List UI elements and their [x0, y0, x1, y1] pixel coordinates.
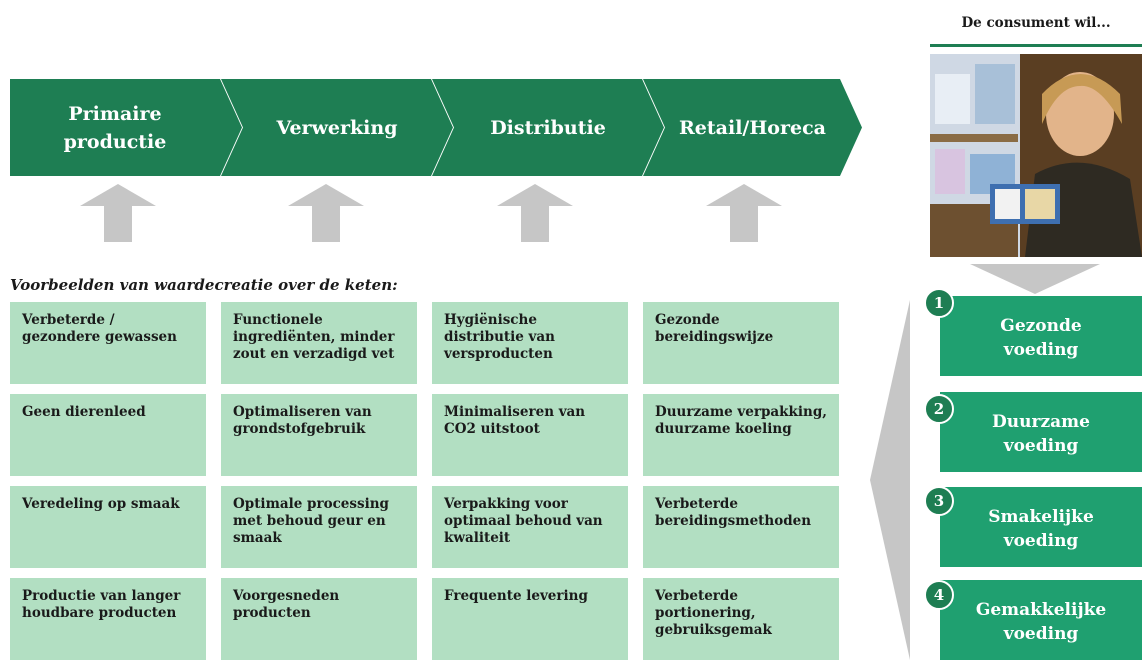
example-cell: Voorgesneden producten: [221, 578, 417, 660]
chain-stage-label: Primaire productie: [63, 102, 167, 153]
need-gemakkelijke-voeding: Gemakkelijke voeding: [940, 580, 1142, 660]
chain-stage-verwerking: Verwerking: [221, 79, 453, 176]
example-cell: Verpakking voor optimaal behoud van kwal…: [432, 486, 628, 568]
example-cell: Hygiënische distributie van versproducte…: [432, 302, 628, 384]
title-underline: [930, 44, 1142, 47]
need-number-badge: 3: [924, 486, 954, 516]
need-gezonde-voeding: Gezonde voeding: [940, 296, 1142, 376]
up-arrow-icon: [706, 184, 782, 242]
need-label: Smakelijke voeding: [988, 507, 1094, 551]
chain-stage-primaire-productie: Primaire productie: [10, 79, 242, 176]
need-duurzame-voeding: Duurzame voeding: [940, 392, 1142, 472]
example-cell: Geen dierenleed: [10, 394, 206, 476]
example-cell: Frequente levering: [432, 578, 628, 660]
need-label: Duurzame voeding: [992, 412, 1090, 456]
chain-stage-distributie: Distributie: [432, 79, 664, 176]
example-cell: Minimaliseren van CO2 uitstoot: [432, 394, 628, 476]
example-cell: Verbeterde bereidingsmethoden: [643, 486, 839, 568]
example-cell: Optimale processing met behoud geur en s…: [221, 486, 417, 568]
need-smakelijke-voeding: Smakelijke voeding: [940, 487, 1142, 567]
example-cell: Duurzame verpakking, duurzame koeling: [643, 394, 839, 476]
up-arrow-icon: [497, 184, 573, 242]
need-label: Gezonde voeding: [1000, 316, 1082, 360]
chain-stage-retail-horeca: Retail/Horeca: [643, 79, 862, 176]
example-cell: Veredeling op smaak: [10, 486, 206, 568]
example-cell: Productie van langer houdbare producten: [10, 578, 206, 660]
need-number-badge: 4: [924, 580, 954, 610]
need-label: Gemakkelijke voeding: [975, 600, 1107, 644]
need-number-badge: 1: [924, 288, 954, 318]
funnel-wedge: [870, 300, 910, 660]
example-cell: Verbeterde portionering, gebruiksgemak: [643, 578, 839, 660]
example-cell: Gezonde bereidingswijze: [643, 302, 839, 384]
consumer-title: De consument wil...: [961, 15, 1111, 31]
chain-stage-label: Distributie: [490, 116, 606, 139]
example-cell: Verbeterde / gezondere gewassen: [10, 302, 206, 384]
shopper-photo: [930, 54, 1142, 257]
chain-stage-label: Verwerking: [276, 116, 398, 139]
need-number-badge: 2: [924, 394, 954, 424]
example-cell: Optimaliseren van grondstofgebruik: [221, 394, 417, 476]
chain-stage-label: Retail/Horeca: [679, 116, 826, 139]
examples-heading: Voorbeelden van waardecreatie over de ke…: [10, 276, 398, 294]
down-arrow-icon: [970, 264, 1100, 294]
example-cell: Functionele ingrediënten, minder zout en…: [221, 302, 417, 384]
up-arrow-icon: [80, 184, 156, 242]
up-arrow-icon: [288, 184, 364, 242]
